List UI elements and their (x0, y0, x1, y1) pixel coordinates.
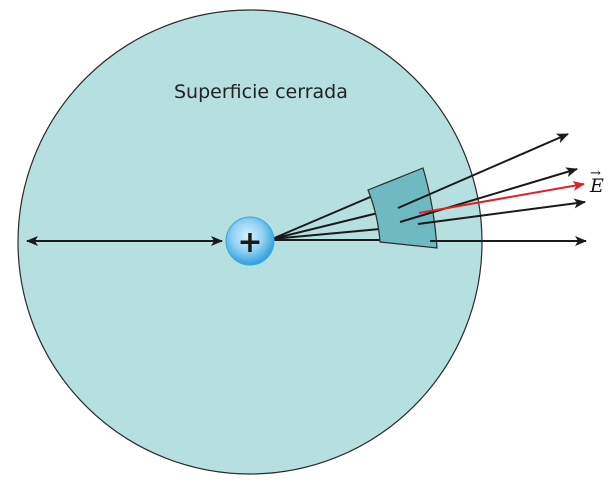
arrow-right-icon (417, 198, 586, 225)
field-line-3-inner (271, 228, 381, 240)
field-label: → E (589, 166, 604, 197)
surface-element-patch (367, 167, 438, 249)
charge-sign: + (237, 225, 262, 260)
field-line-2-inner (271, 212, 379, 240)
field-lines-inner (271, 194, 384, 241)
field-label-arrow: → (590, 166, 601, 181)
field-lines-outer (397, 133, 587, 246)
surface-label: Superficie cerrada (174, 81, 348, 103)
field-label-letter: E (589, 175, 604, 197)
arrow-right-icon (397, 133, 569, 209)
field-line-1-inner (271, 194, 376, 240)
arrow-right-icon (399, 167, 578, 223)
electric-field-vector (418, 180, 585, 214)
positive-charge-icon: + (225, 216, 275, 266)
